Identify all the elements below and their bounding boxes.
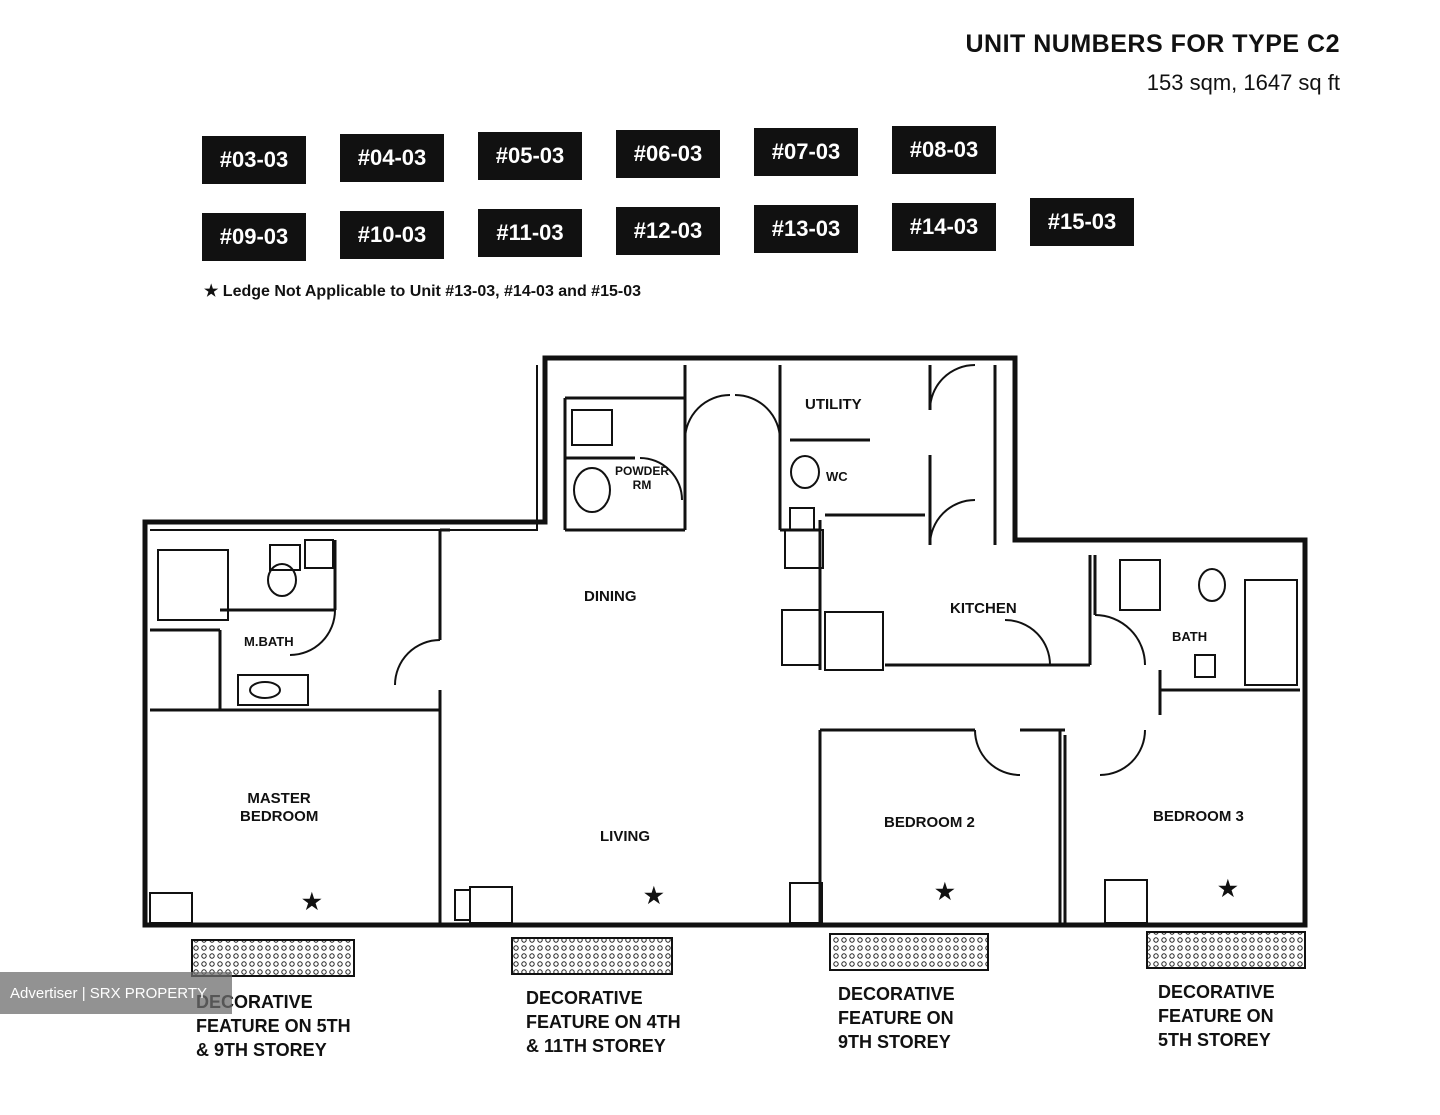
plan-title: UNIT NUMBERS FOR TYPE C2 [965,30,1340,58]
room-label-master-bath: M.BATH [244,634,294,649]
decorative-feature-caption: DECORATIVE FEATURE ON 5TH STOREY [1158,982,1275,1050]
unit-badge: #13-03 [754,205,858,253]
unit-area: 153 sqm, 1647 sq ft [1146,70,1340,95]
unit-badge: #09-03 [202,213,306,261]
unit-badge: #08-03 [892,126,996,174]
room-label-living: LIVING [600,828,651,845]
ledge-star-icon: ★ [302,889,322,914]
unit-badge: #14-03 [892,203,996,251]
room-label-utility: UTILITY [805,396,862,413]
ledge-note: ★ Ledge Not Applicable to Unit #13-03, #… [204,283,641,300]
unit-badge: #04-03 [340,134,444,182]
room-label-dining: DINING [584,588,637,605]
unit-badge: #06-03 [616,130,720,178]
unit-badge: #11-03 [478,209,582,257]
room-label-master-bedroom: MASTER BEDROOM [240,790,319,825]
room-label-powder: POWDER RM [615,464,669,492]
room-label-bedroom3: BEDROOM 3 [1153,808,1244,825]
unit-badge: #12-03 [616,207,720,255]
room-label-wc: WC [826,469,848,484]
ledge-star-icon: ★ [1218,876,1238,901]
room-label-bedroom2: BEDROOM 2 [884,814,975,831]
decorative-feature-caption: DECORATIVE FEATURE ON 4TH & 11TH STOREY [526,988,681,1056]
unit-badge: #10-03 [340,211,444,259]
unit-badge: #15-03 [1030,198,1134,246]
unit-badge: #07-03 [754,128,858,176]
unit-badge: #03-03 [202,136,306,184]
decorative-feature-caption: DECORATIVE FEATURE ON 9TH STOREY [838,984,955,1052]
unit-badge: #05-03 [478,132,582,180]
room-label-kitchen: KITCHEN [950,600,1017,617]
room-label-bath: BATH [1172,629,1208,644]
ledge-star-icon: ★ [644,883,664,908]
advertiser-watermark: Advertiser | SRX PROPERTY [0,972,232,1014]
ledge-star-icon: ★ [935,879,955,904]
